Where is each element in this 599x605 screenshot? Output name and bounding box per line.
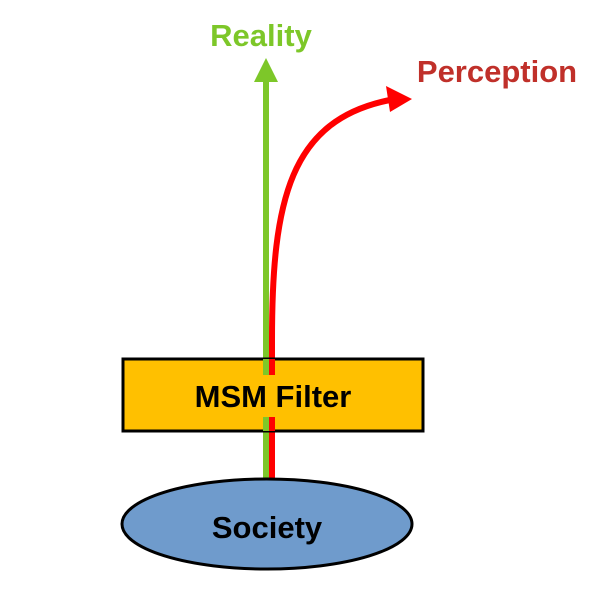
reality-arrow-head — [254, 58, 278, 82]
perception-arrow — [269, 86, 412, 483]
society-ellipse — [120, 477, 414, 571]
society-label: Society — [212, 510, 323, 545]
msm-filter-label: MSM Filter — [195, 379, 352, 414]
perception-arrow-shaft — [269, 97, 393, 483]
perception-arrow-head — [386, 86, 412, 112]
perception-label: Perception — [417, 54, 577, 89]
msm-filter-label-backdrop — [170, 375, 376, 417]
reality-label: Reality — [210, 18, 312, 53]
